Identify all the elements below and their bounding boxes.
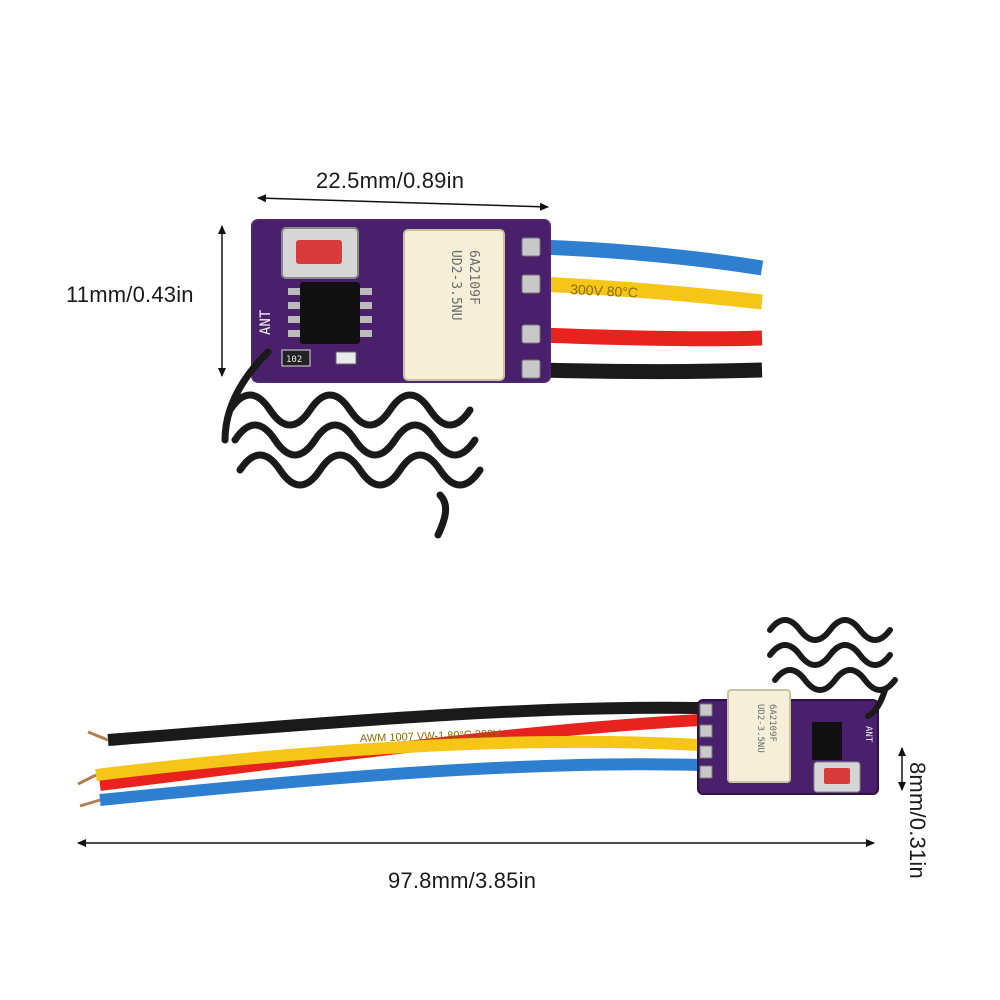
- bottom-ant-label: ANT: [863, 726, 873, 743]
- top-yellow-wire-print: 300V 80°C: [570, 281, 639, 301]
- top-dimension-arrows: [218, 194, 549, 377]
- bottom-black-wire: [107, 701, 701, 746]
- top-yellow-wire: [539, 276, 763, 310]
- top-coil-antenna: [221, 348, 484, 539]
- top-relay-marking-2: UD2-3.5NU: [448, 250, 463, 320]
- top-module: 300V 80°C ANT: [221, 219, 764, 539]
- top-red-wire: [539, 327, 763, 347]
- bottom-ic-chip: [812, 722, 842, 760]
- top-relay: 6A2109F UD2-3.5NU: [403, 229, 505, 381]
- top-relay-marking-1: 6A2109F: [466, 250, 481, 305]
- top-chip-label: 102: [286, 355, 302, 365]
- bottom-yellow-wire: [95, 735, 701, 781]
- bottom-length-label: 97.8mm/3.85in: [388, 868, 537, 893]
- bottom-wires: AWM 1007 VW-1 80°C 300V: [95, 701, 701, 806]
- bottom-yellow-wire-print: AWM 1007 VW-1 80°C 300V: [360, 728, 502, 745]
- top-button: [281, 227, 359, 279]
- bottom-coil-antenna: [767, 617, 898, 719]
- bottom-dimension-arrows: [77, 747, 906, 847]
- top-ant-label: ANT: [258, 309, 274, 335]
- top-blue-wire: [539, 239, 764, 276]
- bottom-button: [824, 768, 850, 784]
- top-solder-pads: [521, 237, 541, 379]
- top-ic-chip: [288, 282, 372, 344]
- bottom-blue-wire: [99, 758, 701, 806]
- top-black-wire: [539, 362, 763, 379]
- top-wires: 300V 80°C: [530, 238, 764, 379]
- top-width-arrow: [257, 194, 549, 211]
- bottom-relay: [727, 689, 791, 783]
- bottom-relay-marking-1: 6A2109F: [767, 704, 777, 742]
- bottom-module: AWM 1007 VW-1 80°C 300V 6A2109F UD2-3.5N…: [77, 617, 898, 808]
- top-width-label: 22.5mm/0.89in: [316, 168, 465, 193]
- bottom-height-label: 8mm/0.31in: [905, 762, 930, 879]
- bottom-relay-marking-2: UD2-3.5NU: [755, 704, 765, 753]
- top-height-label: 11mm/0.43in: [66, 282, 194, 307]
